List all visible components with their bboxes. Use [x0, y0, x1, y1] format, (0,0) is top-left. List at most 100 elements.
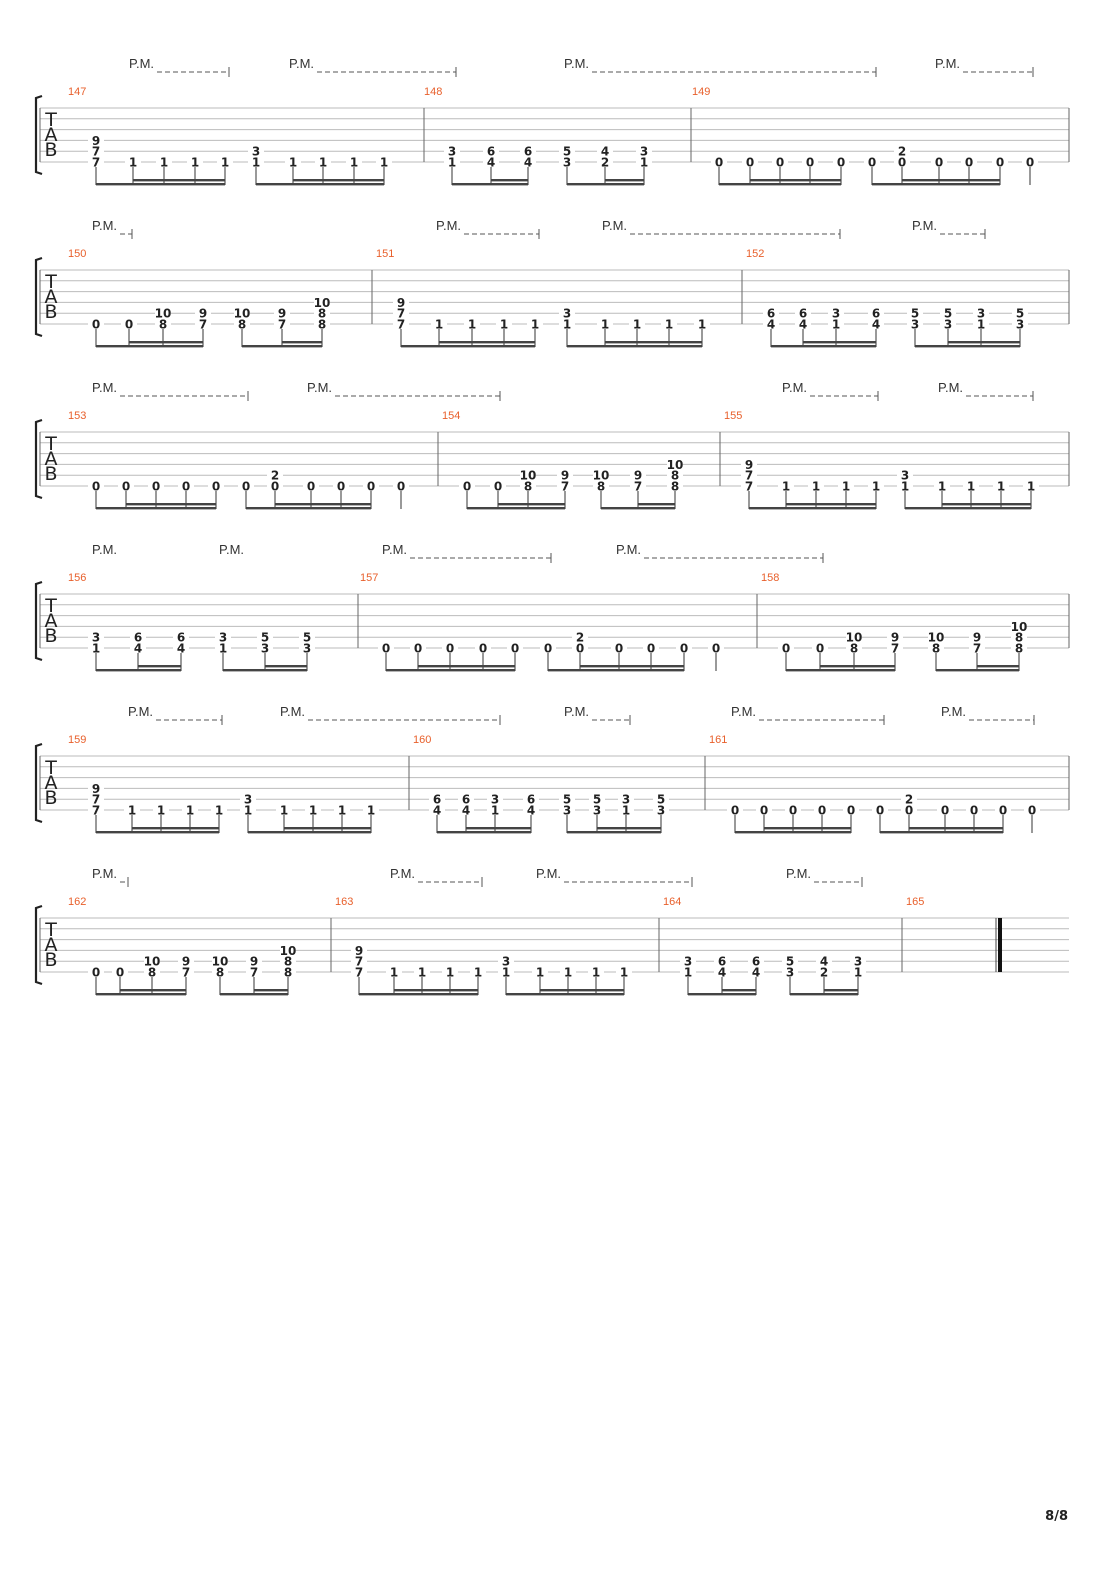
fret-background	[778, 480, 794, 491]
beam-secondary	[942, 503, 1031, 506]
palm-mute-label: P.M.	[219, 542, 244, 557]
palm-mute-label: P.M.	[280, 704, 305, 719]
fret-number: 4	[524, 156, 532, 170]
fret-number: 1	[491, 804, 499, 818]
fret-number: 1	[854, 966, 862, 980]
fret-background	[458, 793, 474, 805]
fret-background	[741, 469, 757, 481]
fret-number: 7	[92, 156, 100, 170]
fret-number: 1	[531, 318, 539, 332]
fret-background	[868, 307, 884, 319]
fret-number: 0	[935, 156, 943, 170]
fret-number: 4	[718, 966, 726, 980]
fret-background	[894, 145, 910, 157]
fret-number: 8	[318, 307, 326, 321]
fret-background	[846, 642, 862, 653]
fret-number: 10	[144, 955, 161, 969]
palm-mute-label: P.M.	[92, 380, 117, 395]
fret-background	[246, 955, 262, 967]
beam-secondary	[133, 179, 225, 182]
measure-number: 159	[68, 734, 86, 746]
fret-background	[763, 307, 779, 319]
fret-background	[88, 782, 104, 794]
fret-background	[667, 469, 683, 481]
palm-mute-label: P.M.	[564, 56, 589, 71]
fret-number: 6	[134, 631, 142, 645]
beam	[567, 183, 644, 186]
fret-number: 1	[1027, 480, 1035, 494]
final-barline-thick	[998, 918, 1002, 972]
fret-number: 9	[92, 782, 100, 796]
fret-number: 0	[806, 156, 814, 170]
beam-secondary	[722, 989, 756, 992]
palm-mute-label: P.M.	[436, 218, 461, 233]
fret-background	[963, 480, 979, 491]
fret-number: 0	[92, 318, 100, 332]
beam	[548, 669, 684, 672]
fret-number: 8	[524, 480, 532, 494]
fret-number: 0	[847, 804, 855, 818]
fret-number: 10	[155, 307, 172, 321]
fret-background	[280, 966, 296, 977]
beam-secondary	[129, 341, 203, 344]
fret-background	[901, 804, 917, 815]
fret-number: 3	[593, 804, 601, 818]
fret-number: 10	[593, 469, 610, 483]
fret-number: 0	[941, 804, 949, 818]
beam	[452, 183, 528, 186]
fret-number: 0	[731, 804, 739, 818]
fret-background	[88, 804, 104, 815]
fret-background	[314, 318, 330, 329]
fret-background	[1011, 631, 1027, 643]
beam-secondary	[750, 179, 841, 182]
fret-number: 3	[502, 955, 510, 969]
fret-background	[459, 480, 475, 491]
fret-background	[540, 642, 556, 653]
fret-background	[442, 642, 458, 653]
fret-background	[280, 955, 296, 967]
beam	[567, 345, 702, 348]
beam-secondary	[466, 827, 531, 830]
fret-number: 7	[250, 966, 258, 980]
fret-number: 4	[820, 955, 828, 969]
fret-background	[907, 307, 923, 319]
fret-background	[589, 793, 605, 805]
fret-number: 3	[944, 318, 952, 332]
fret-number: 3	[786, 966, 794, 980]
fret-background	[458, 804, 474, 815]
tab-clef-letter: B	[44, 949, 57, 971]
fret-background	[88, 793, 104, 805]
fret-number: 10	[846, 631, 863, 645]
fret-background	[442, 966, 458, 977]
fret-number: 0	[152, 480, 160, 494]
beam-secondary	[498, 503, 565, 506]
beam-secondary	[605, 341, 702, 344]
fret-background	[616, 966, 632, 977]
fret-background	[727, 804, 743, 815]
fret-number: 1	[842, 480, 850, 494]
fret-number: 5	[944, 307, 952, 321]
fret-number: 0	[307, 480, 315, 494]
fret-background	[843, 804, 859, 815]
fret-background	[378, 642, 394, 653]
fret-background	[248, 156, 264, 167]
tab-clef-letter: A	[45, 124, 58, 146]
fret-number: 1	[622, 804, 630, 818]
beam-secondary	[120, 989, 186, 992]
fret-background	[995, 804, 1011, 815]
beam-secondary	[764, 827, 851, 830]
measure-number: 148	[424, 86, 442, 98]
beam-secondary	[265, 665, 307, 668]
fret-number: 3	[92, 631, 100, 645]
fret-number: 0	[367, 480, 375, 494]
fret-background	[363, 804, 379, 815]
fret-background	[299, 642, 315, 653]
fret-background	[520, 480, 536, 491]
fret-background	[88, 145, 104, 157]
fret-number: 7	[92, 145, 100, 159]
fret-number: 1	[280, 804, 288, 818]
fret-background	[487, 804, 503, 815]
fret-background	[464, 318, 480, 329]
fret-background	[487, 793, 503, 805]
beam	[223, 669, 307, 672]
